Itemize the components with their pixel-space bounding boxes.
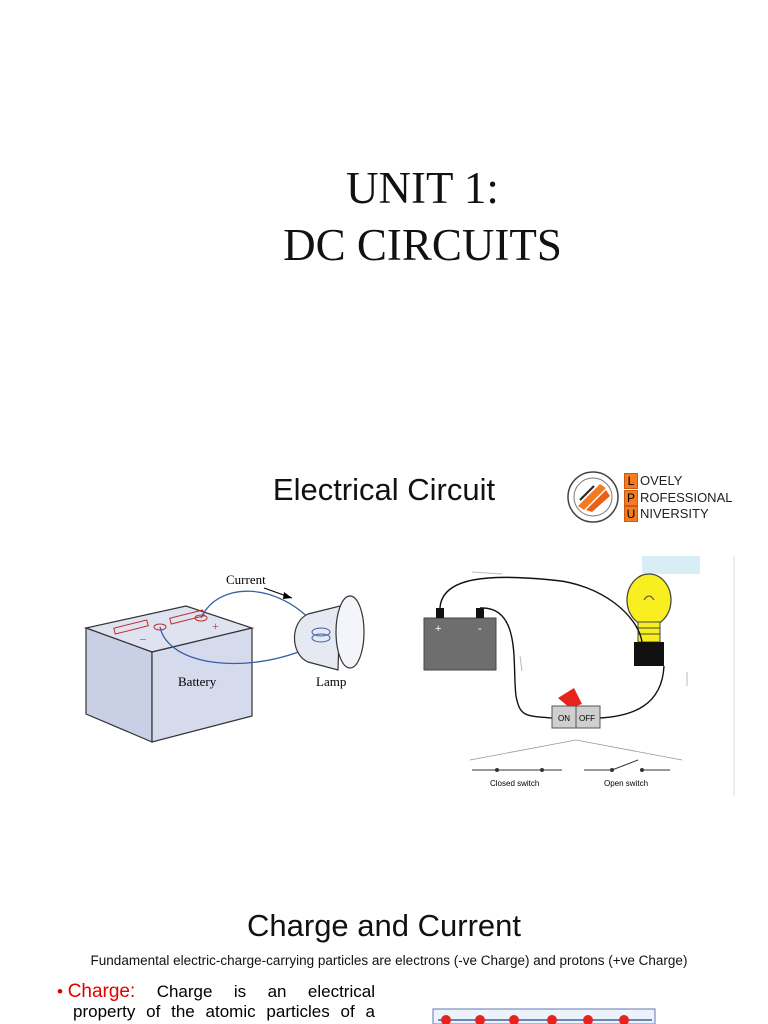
charge-definition: • Charge: Charge is an electrical proper… [57,982,375,1022]
svg-text:-: - [478,623,482,635]
switch-rocker [558,688,582,708]
charge-word: of [146,1002,161,1021]
unit-title-line1: UNIT 1: [346,163,499,213]
charge-word: property [73,1002,136,1021]
particles-subtitle: Fundamental electric-charge-carrying par… [90,953,688,968]
wire-positive [200,590,317,627]
charge-current-title: Charge and Current [247,908,521,943]
bulb-socket [634,642,664,666]
charge-word: a [365,1002,375,1021]
logo-word-ovely: OVELY [640,473,683,488]
logo-word-niversity: NIVERSITY [640,506,709,521]
lamp-lens [335,595,365,669]
bulb-glass [626,573,672,627]
logo-letter-l: L [624,473,638,490]
battery-front [151,627,253,743]
unit-title: UNIT 1: DC CIRCUITS [0,160,768,274]
open-switch-label: Open switch [604,779,648,788]
electrical-circuit-title: Electrical Circuit [272,472,496,507]
logo-letter-p: P [624,489,638,506]
logo-letter-u: U [624,506,638,523]
charge-word: electrical [307,982,375,1001]
charge-word: atomic [205,1002,256,1021]
charge-word: an [267,982,287,1001]
charge-word: particles [266,1002,330,1021]
corner-tag [642,556,700,574]
svg-text:+: + [212,619,219,633]
battery-label: Battery [178,674,217,689]
lpu-seal-icon [567,471,619,523]
lamp-label: Lamp [316,674,346,689]
switch-off-label: OFF [579,714,595,723]
svg-text:+: + [435,623,441,635]
logo-word-rofessional: ROFESSIONAL [640,489,733,505]
lamp-body [294,605,341,671]
battery-lamp-diagram: – + Current Battery Lamp [83,572,365,743]
charge-word: the [171,1002,195,1021]
switch-on-label: ON [558,714,570,723]
bullet-icon: • [57,982,63,1001]
battery-block [423,617,497,671]
charge-term: Charge: [67,981,136,1002]
charge-word: is [233,982,247,1001]
wire-negative [159,626,314,665]
charge-word: of [340,1002,355,1021]
electron-flow-diagram [432,1008,656,1024]
charge-word: Charge [156,982,213,1001]
switch-circuit-diagram: + - ON OFF Closed switch Open switch [423,556,735,796]
lpu-logo [566,470,716,526]
current-label: Current [226,572,266,587]
closed-switch-label: Closed switch [490,779,539,788]
svg-text:–: – [139,631,147,645]
unit-title-line2: DC CIRCUITS [283,220,562,270]
